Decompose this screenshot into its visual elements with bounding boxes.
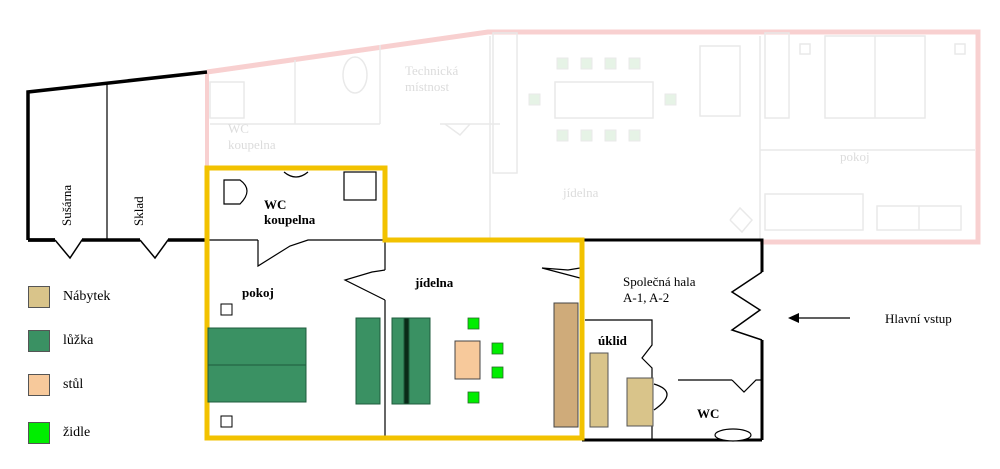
faded-jidelna-label: jídelna — [562, 185, 599, 200]
legend-swatch-stul — [28, 374, 50, 396]
legend-swatch-luzka — [28, 330, 50, 352]
hall-walls — [582, 238, 764, 442]
faded-mistnost-label: místnost — [405, 79, 449, 94]
legend-swatch-nabytek — [28, 286, 50, 308]
koupelna-label: koupelna — [264, 212, 316, 227]
faded-technicka-label: Technická — [405, 63, 458, 78]
beds — [207, 317, 431, 405]
legend-swatch-zidle — [28, 422, 50, 444]
legend-item-luzka: lůžka — [28, 330, 93, 352]
uklid-label: úklid — [598, 333, 628, 348]
spolecna-hala-label: Společná hala — [623, 274, 696, 289]
faded-outline — [206, 29, 981, 245]
faded-pokoj-label: pokoj — [840, 149, 870, 164]
table — [454, 340, 481, 380]
legend-label-zidle: židle — [63, 425, 91, 440]
legend-item-nabytek: Nábytek — [28, 286, 110, 308]
legend-label-nabytek: Nábytek — [63, 289, 111, 304]
jidelna-label: jídelna — [414, 275, 454, 290]
highlighted-unit-outline — [204, 165, 585, 441]
main-entrance-arrow — [788, 313, 850, 323]
legend-label-stul: stůl — [63, 377, 84, 392]
sklad-label: Sklad — [131, 196, 146, 226]
faded-section: WC koupelna Technická místnost jídelna p… — [205, 29, 981, 245]
faded-koupelna-label: koupelna — [228, 137, 276, 152]
cabinet — [553, 302, 579, 428]
susarna-label: Sušárna — [59, 185, 74, 226]
legend-item-stul: stůl — [28, 374, 83, 396]
faded-wc-label: WC — [228, 121, 249, 136]
legend-item-zidle: židle — [28, 422, 90, 444]
spolecna-hala-sub-label: A-1, A-2 — [623, 290, 669, 305]
left-rooms — [26, 70, 208, 260]
legend-label-luzka: lůžka — [63, 333, 94, 348]
pokoj-label: pokoj — [242, 285, 274, 300]
wc-koupelna-label: WC — [264, 197, 286, 212]
wc-label: WC — [697, 406, 719, 421]
chairs — [467, 317, 504, 404]
hlavni-vstup-label: Hlavní vstup — [885, 311, 952, 326]
highlighted-unit-interior — [207, 171, 581, 438]
